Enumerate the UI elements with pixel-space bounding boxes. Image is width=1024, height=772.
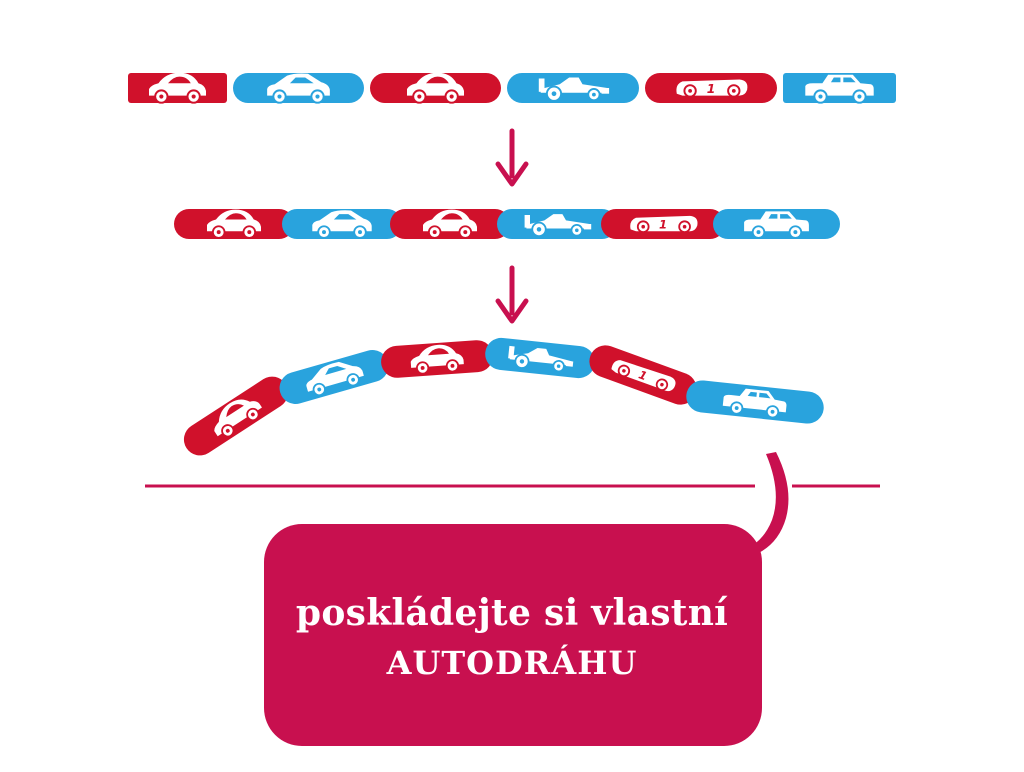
classic-sedan-track-piece (783, 73, 896, 104)
track-row-curved (183, 337, 824, 456)
formula-car-track-piece (507, 73, 639, 103)
track-row-separate (128, 71, 896, 104)
beetle-car-track-piece (370, 71, 501, 104)
arrow-down-icon (495, 128, 529, 187)
arrow-down-icon (495, 265, 529, 324)
beetle-car-track-piece (390, 208, 510, 239)
beetle-car-track-piece (183, 376, 289, 456)
vintage-racer-icon (675, 78, 749, 98)
classic-sedan-track-piece (686, 380, 824, 424)
sedan-car-track-piece (233, 72, 364, 104)
sedan-car-track-piece (282, 209, 402, 239)
beetle-car-track-piece (128, 71, 227, 104)
speech-bubble (264, 452, 789, 746)
vintage-racer-track-piece (645, 73, 777, 103)
bubble-text: poskládejte si vlastní AUTODRÁHU (262, 588, 762, 688)
formula-car-track-piece (497, 209, 617, 239)
track-row-connected (174, 208, 840, 239)
classic-sedan-track-piece (713, 209, 840, 239)
vintage-racer-icon (629, 214, 699, 234)
vintage-racer-track-piece (601, 209, 725, 239)
sedan-car-track-piece (279, 349, 389, 405)
bubble-line-1: poskládejte si vlastní (295, 592, 729, 634)
vintage-racer-track-piece (589, 345, 697, 405)
beetle-car-track-piece (174, 208, 294, 239)
bubble-line-2: AUTODRÁHU (386, 644, 638, 682)
formula-car-track-piece (485, 337, 595, 379)
beetle-car-track-piece (381, 340, 493, 378)
